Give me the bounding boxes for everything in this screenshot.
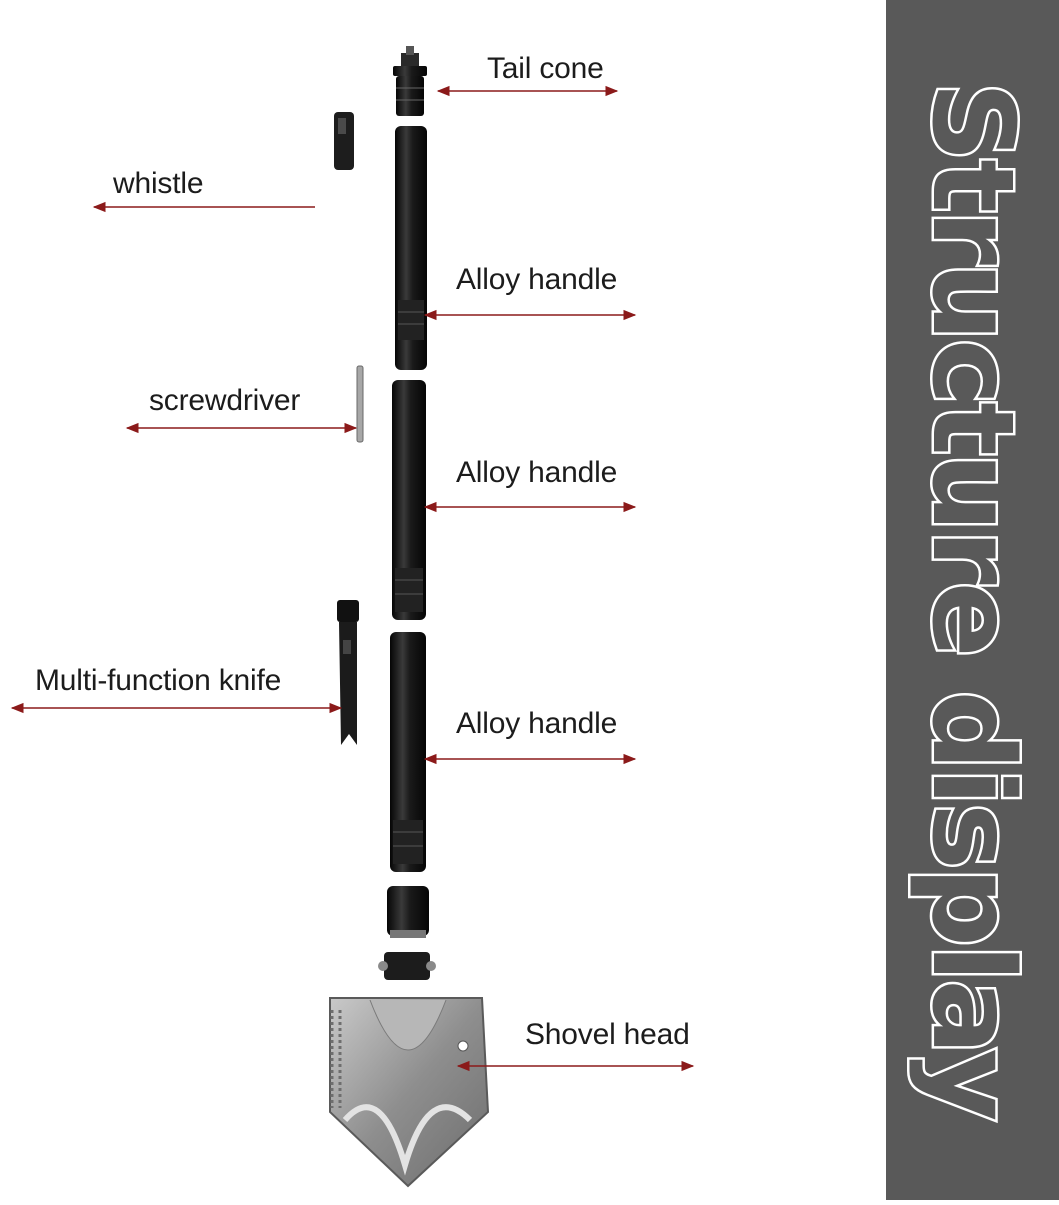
alloy-handle-1-part [395,126,427,370]
label-screwdriver: screwdriver [149,384,301,417]
side-title: Structure display [905,79,1040,1121]
multi-function-knife-part [337,600,359,745]
connector-collar [378,886,436,980]
alloy-handle-3-part [390,632,426,872]
shovel-head-part [329,997,490,1188]
label-tail-cone: Tail cone [487,52,604,85]
label-whistle: whistle [113,167,204,200]
label-shovel-head: Shovel head [525,1018,690,1051]
label-multi-function-knife: Multi-function knife [35,664,282,697]
alloy-handle-2-part [392,380,426,620]
tail-cone-part [393,46,427,116]
side-title-panel [886,0,1059,1200]
screwdriver-part [356,365,364,443]
label-alloy-handle-1: Alloy handle [456,263,618,296]
label-alloy-handle-3: Alloy handle [456,707,618,740]
whistle-part [334,112,354,170]
label-alloy-handle-2: Alloy handle [456,456,618,489]
